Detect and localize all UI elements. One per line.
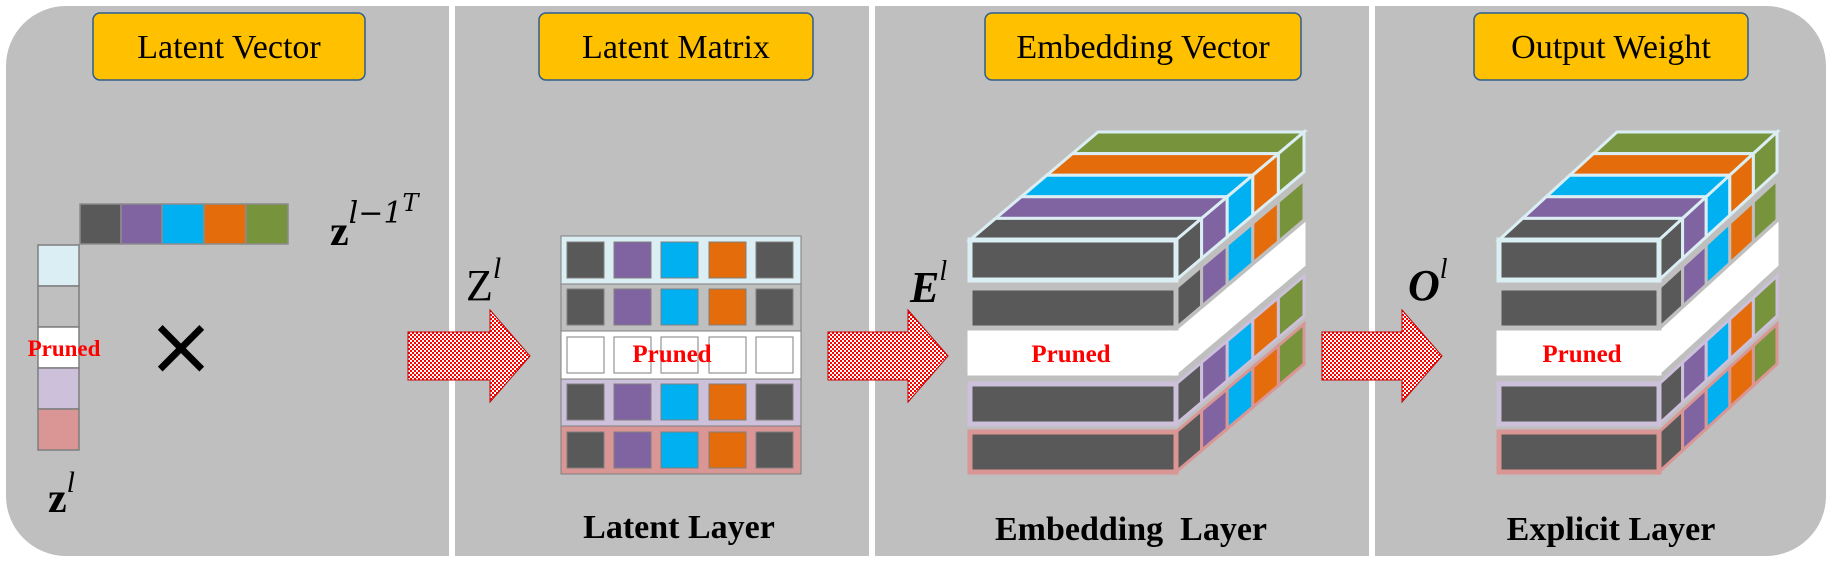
embedding-row-1-front xyxy=(967,237,1179,283)
embedding-row-5-side-5 xyxy=(1276,320,1306,389)
z-l-label: zl xyxy=(48,466,75,522)
embedding-top-slab-5 xyxy=(1068,130,1309,156)
embedding-row-4-front xyxy=(967,381,1179,427)
output-row-4-front xyxy=(1496,381,1662,427)
title-box-latent-vector: Latent Vector xyxy=(92,12,366,81)
title-embedding-vector: Embedding Vector xyxy=(1016,29,1270,66)
divider-2 xyxy=(869,6,875,556)
embedding-row-2-side-5 xyxy=(1276,176,1306,245)
latent-row-vector xyxy=(79,203,289,245)
latent-matrix xyxy=(560,235,802,475)
arrow-1 xyxy=(407,308,531,404)
embedding-top-slab-1 xyxy=(965,216,1206,242)
output-top-slab-1 xyxy=(1495,216,1687,242)
output-row-5-side-5 xyxy=(1751,320,1779,390)
E-l-label: El xyxy=(909,256,947,312)
embedding-row-1-side-5 xyxy=(1276,128,1306,197)
divider-1 xyxy=(449,6,455,556)
output-top-slab-4 xyxy=(1565,152,1758,177)
title-output-weight: Output Weight xyxy=(1511,29,1711,66)
embedding-top-slab-3 xyxy=(1017,173,1257,199)
zl-sup: l xyxy=(67,466,75,499)
caption-latent-layer: Latent Layer xyxy=(583,509,775,546)
title-box-latent-matrix: Latent Matrix xyxy=(538,12,814,81)
zT-base: z xyxy=(330,209,349,255)
output-row-3-side-5 xyxy=(1751,221,1779,291)
embedding-cube xyxy=(965,128,1309,476)
output-row-5-front xyxy=(1496,429,1662,475)
embedding-top-slab-2 xyxy=(991,195,1232,220)
output-row-1-front xyxy=(1496,237,1662,283)
caption-embedding-layer: Embedding Layer xyxy=(995,511,1267,548)
Zl-base: Z xyxy=(466,261,493,310)
pruned-label-matrix: Pruned xyxy=(632,341,711,368)
divider-3 xyxy=(1369,6,1375,556)
pruned-label-embedding: Pruned xyxy=(1031,341,1110,368)
arrow-2 xyxy=(827,308,949,404)
pruned-label-output: Pruned xyxy=(1542,341,1621,368)
z-transpose-label: zl−1T xyxy=(330,189,420,255)
title-box-output-weight: Output Weight xyxy=(1473,12,1749,81)
zT-sup: l−1 xyxy=(349,196,403,231)
title-latent-matrix: Latent Matrix xyxy=(582,29,770,66)
zT-sup2: T xyxy=(402,189,420,217)
O-l-label: Ol xyxy=(1408,254,1448,310)
times-symbol: × xyxy=(147,299,216,394)
title-latent-vector: Latent Vector xyxy=(137,29,321,66)
El-base: E xyxy=(909,263,939,312)
title-box-embedding-vector: Embedding Vector xyxy=(984,12,1302,81)
embedding-row-2-front xyxy=(967,285,1179,331)
latent-column-vector xyxy=(37,244,80,451)
embedding-row-5-front xyxy=(967,429,1179,475)
output-top-slab-2 xyxy=(1518,195,1711,220)
Z-l-label: Zl xyxy=(466,252,501,310)
Zl-sup: l xyxy=(493,252,501,285)
output-row-1-side-5 xyxy=(1751,128,1779,198)
output-top-slab-5 xyxy=(1589,130,1781,156)
output-row-2-front xyxy=(1496,285,1662,331)
Ol-base: O xyxy=(1408,261,1440,310)
output-top-slab-3 xyxy=(1542,173,1734,199)
embedding-row-4-side-5 xyxy=(1276,272,1306,341)
El-sup: l xyxy=(939,256,947,287)
Ol-sup: l xyxy=(1440,254,1448,285)
embedding-row-3-side-5 xyxy=(1276,221,1306,290)
output-row-3-front xyxy=(1496,330,1662,376)
output-row-2-side-5 xyxy=(1751,176,1779,246)
output-cube xyxy=(1495,128,1781,476)
arrow-3 xyxy=(1321,308,1443,404)
pruned-label-vector: Pruned xyxy=(28,336,101,361)
caption-explicit-layer: Explicit Layer xyxy=(1507,511,1716,548)
output-row-4-side-5 xyxy=(1751,272,1779,342)
embedding-row-3-front xyxy=(967,330,1179,376)
zl-base: z xyxy=(48,476,67,522)
embedding-top-slab-4 xyxy=(1042,152,1283,177)
